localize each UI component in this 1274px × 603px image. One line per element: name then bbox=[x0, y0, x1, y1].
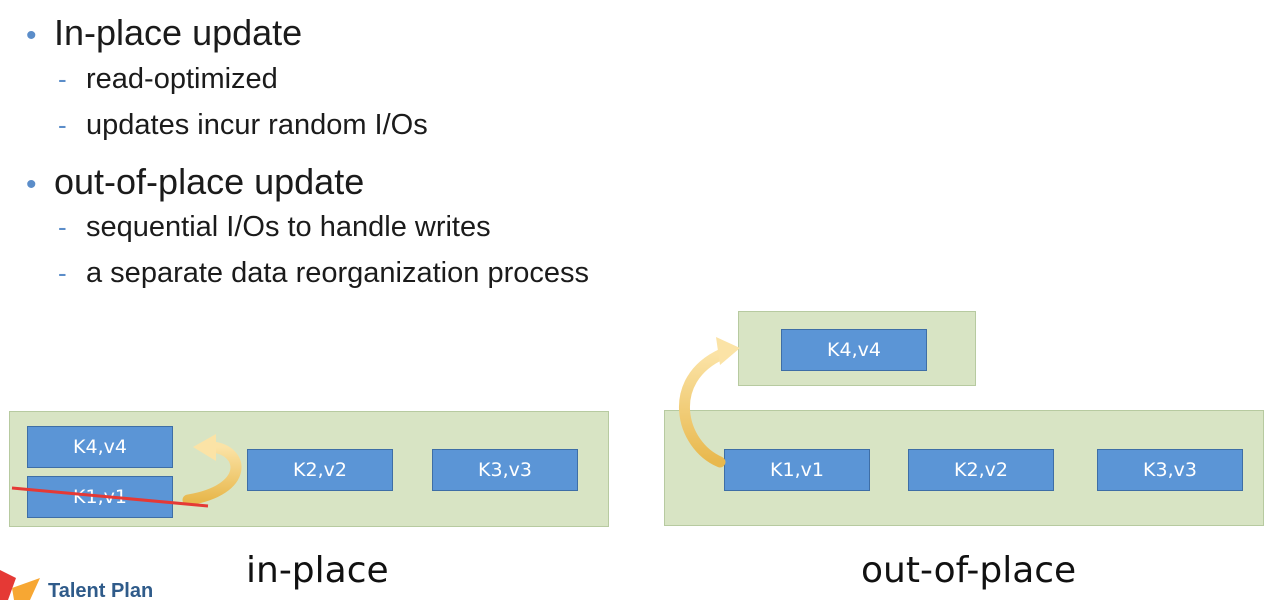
sub-bullet-marker: - bbox=[58, 258, 67, 288]
bullet-text: out-of-place update bbox=[54, 161, 365, 202]
sub-bullet-random-ios: - updates incur random I/Os bbox=[58, 109, 428, 142]
in-place-kv-block-old: K1,v1 bbox=[27, 476, 173, 518]
out-of-place-kv-block-new: K4,v4 bbox=[781, 329, 927, 371]
bullet-text: In-place update bbox=[54, 12, 303, 53]
bullet-marker: • bbox=[26, 168, 37, 201]
in-place-kv-block-new: K4,v4 bbox=[27, 426, 173, 468]
out-of-place-caption: out-of-place bbox=[861, 550, 1077, 591]
sub-bullet-text: read-optimized bbox=[86, 63, 278, 95]
sub-bullet-marker: - bbox=[58, 64, 67, 94]
bullet-out-of-place-update: • out-of-place update bbox=[26, 161, 364, 203]
bullet-in-place-update: • In-place update bbox=[26, 12, 302, 54]
in-place-caption: in-place bbox=[246, 550, 389, 591]
sub-bullet-read-optimized: - read-optimized bbox=[58, 63, 278, 96]
out-of-place-kv-block: K2,v2 bbox=[908, 449, 1054, 491]
out-of-place-kv-block: K3,v3 bbox=[1097, 449, 1243, 491]
talent-plan-logo-text: Talent Plan bbox=[48, 580, 154, 602]
sub-bullet-marker: - bbox=[58, 110, 67, 140]
in-place-kv-block: K3,v3 bbox=[432, 449, 578, 491]
sub-bullet-text: updates incur random I/Os bbox=[86, 109, 428, 141]
sub-bullet-text: sequential I/Os to handle writes bbox=[86, 211, 491, 243]
sub-bullet-marker: - bbox=[58, 212, 67, 242]
sub-bullet-reorganization: - a separate data reorganization process bbox=[58, 257, 589, 290]
out-of-place-kv-block: K1,v1 bbox=[724, 449, 870, 491]
bullet-marker: • bbox=[26, 19, 37, 52]
sub-bullet-text: a separate data reorganization process bbox=[86, 257, 589, 289]
sub-bullet-sequential-ios: - sequential I/Os to handle writes bbox=[58, 211, 491, 244]
in-place-kv-block: K2,v2 bbox=[247, 449, 393, 491]
talent-plan-logo-icon bbox=[0, 570, 40, 600]
